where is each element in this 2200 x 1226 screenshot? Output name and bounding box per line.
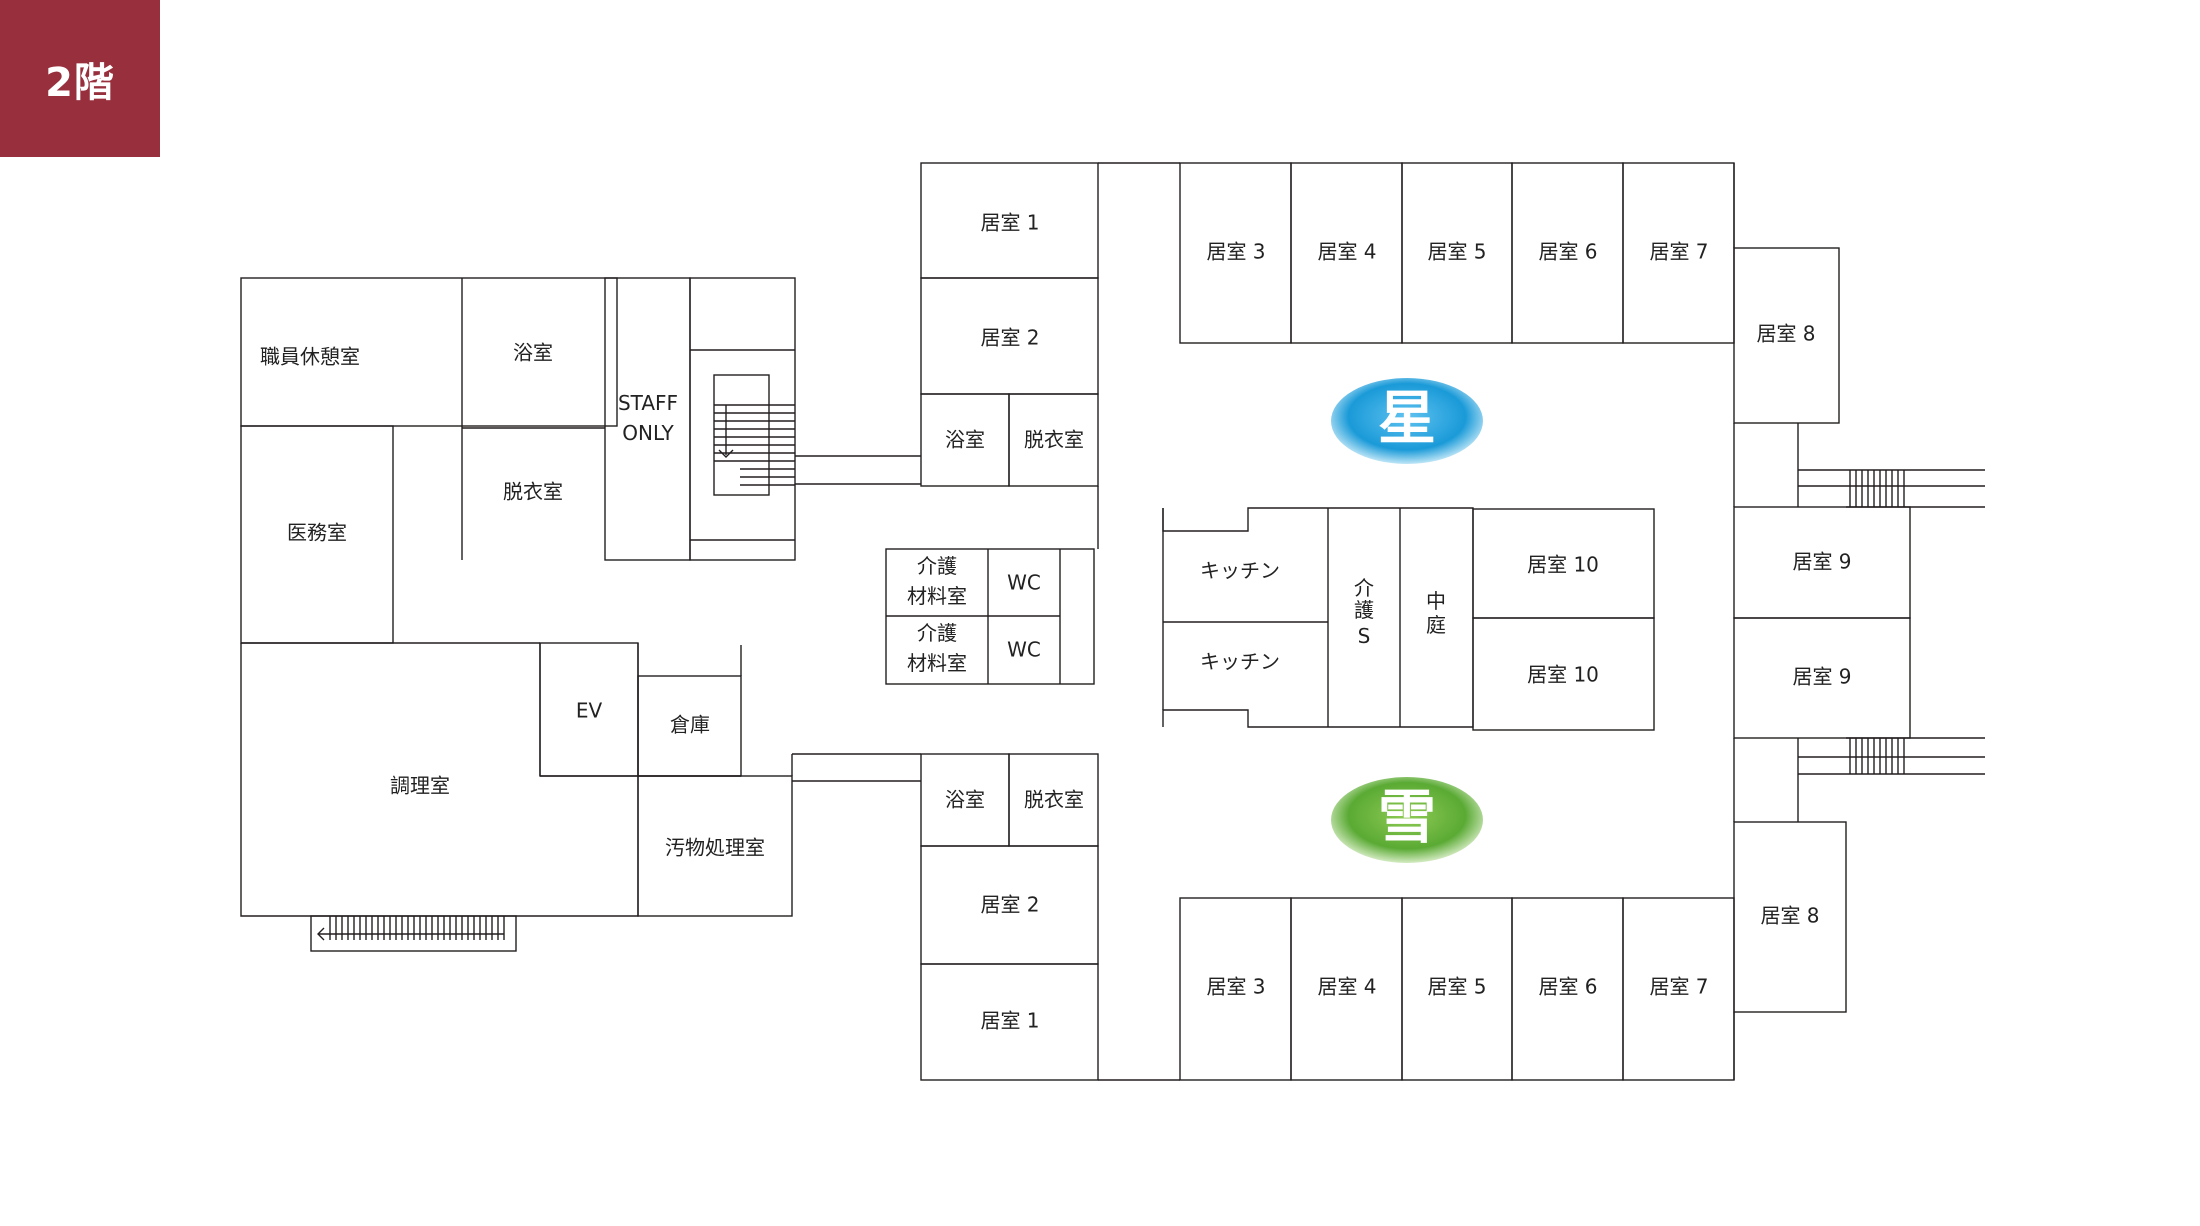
corridor-walls — [1097, 162, 1735, 1081]
star-room-5-label: 居室 5 — [1427, 240, 1486, 264]
kitchen-room-label: 調理室 — [390, 774, 450, 798]
star-bath-label: 浴室 — [945, 428, 985, 452]
star-room-2-label: 居室 2 — [980, 326, 1039, 350]
right-stairs-upper — [1797, 423, 1985, 508]
staff-only-label-1: STAFF — [618, 391, 678, 415]
wc-1-label: WC — [1007, 571, 1041, 595]
care-supply-2-a: 介護 — [917, 621, 957, 645]
snow-room-2-label: 居室 2 — [980, 893, 1039, 917]
star-room-8 — [1733, 247, 1840, 424]
medical-label: 医務室 — [287, 521, 347, 545]
star-room-1-label: 居室 1 — [980, 211, 1039, 235]
star-unit-label: 星 — [1378, 384, 1436, 452]
care-supply-1-b: 材料室 — [907, 584, 967, 608]
care-station-3: S — [1358, 624, 1371, 648]
courtyard-2: 庭 — [1426, 613, 1446, 637]
star-room-3-label: 居室 3 — [1206, 240, 1265, 264]
snow-unit-badge — [1331, 777, 1483, 863]
snow-room-7-label: 居室 7 — [1649, 975, 1708, 999]
star-room-9-label: 居室 9 — [1792, 550, 1851, 574]
star-room-4-label: 居室 4 — [1317, 240, 1376, 264]
courtyard-1: 中 — [1426, 589, 1446, 613]
bath-left-label: 浴室 — [513, 341, 553, 365]
waste-label: 汚物処理室 — [665, 836, 765, 860]
star-undress — [1008, 393, 1099, 487]
right-stairs-lower — [1797, 737, 1985, 822]
staff-lounge-room — [240, 277, 618, 427]
snow-room-9 — [1733, 617, 1911, 739]
star-room-10-label: 居室 10 — [1527, 553, 1599, 577]
care-station-2: 護 — [1354, 598, 1374, 622]
care-supply-2-b: 材料室 — [907, 651, 967, 675]
snow-room-5-label: 居室 5 — [1427, 975, 1486, 999]
ev-label: EV — [576, 699, 603, 723]
star-unit-badge — [1331, 378, 1483, 464]
left-wing: 職員休憩室 浴室 脱衣室 STAFF ONLY — [240, 277, 921, 952]
snow-room-10 — [1472, 617, 1655, 731]
snow-room-8-label: 居室 8 — [1760, 904, 1819, 928]
snow-room-3-label: 居室 3 — [1206, 975, 1265, 999]
snow-room-1 — [920, 963, 1099, 1081]
care-supply-block: 介護 材料室 介護 材料室 WC WC — [885, 548, 1095, 685]
snow-unit-label: 雪 — [1378, 783, 1436, 851]
wc-2-label: WC — [1007, 638, 1041, 662]
floor-badge: 2階 — [0, 0, 160, 157]
star-room-8-label: 居室 8 — [1756, 322, 1815, 346]
snow-room-9-label: 居室 9 — [1792, 665, 1851, 689]
care-supply-1-a: 介護 — [917, 554, 957, 578]
snow-room-6-label: 居室 6 — [1538, 975, 1597, 999]
snow-unit: 浴室 脱衣室 居室 2 居室 1 居室 3 居室 4 居室 5 居室 6 居室 … — [920, 617, 1911, 1081]
stairwell — [689, 277, 796, 561]
star-unit: 居室 1 居室 2 浴室 脱衣室 居室 3 居室 4 居室 5 居室 6 居室 … — [920, 162, 1911, 619]
staff-only-room — [604, 277, 691, 561]
snow-room-10-label: 居室 10 — [1527, 663, 1599, 687]
storage-label: 倉庫 — [670, 713, 710, 737]
staff-only-label-2: ONLY — [622, 421, 674, 445]
central-block: キッチン キッチン 介 護 S 中 庭 — [1162, 507, 1474, 728]
kitchen-2-label: キッチン — [1200, 650, 1280, 674]
snow-room-8 — [1733, 821, 1847, 1013]
undress-left-label: 脱衣室 — [503, 480, 563, 504]
snow-undress-label: 脱衣室 — [1024, 788, 1084, 812]
star-room-6-label: 居室 6 — [1538, 240, 1597, 264]
kitchen-1-label: キッチン — [1200, 559, 1280, 583]
star-room-7-label: 居室 7 — [1649, 240, 1708, 264]
star-undress-label: 脱衣室 — [1024, 428, 1084, 452]
waste-room — [637, 775, 793, 917]
care-station-1: 介 — [1354, 576, 1374, 600]
snow-bath-label: 浴室 — [945, 788, 985, 812]
staff-lounge-label: 職員休憩室 — [260, 345, 360, 369]
snow-room-4-label: 居室 4 — [1317, 975, 1376, 999]
stair-steps — [714, 404, 795, 486]
snow-room-1-label: 居室 1 — [980, 1009, 1039, 1033]
lower-stair-steps — [317, 916, 505, 941]
